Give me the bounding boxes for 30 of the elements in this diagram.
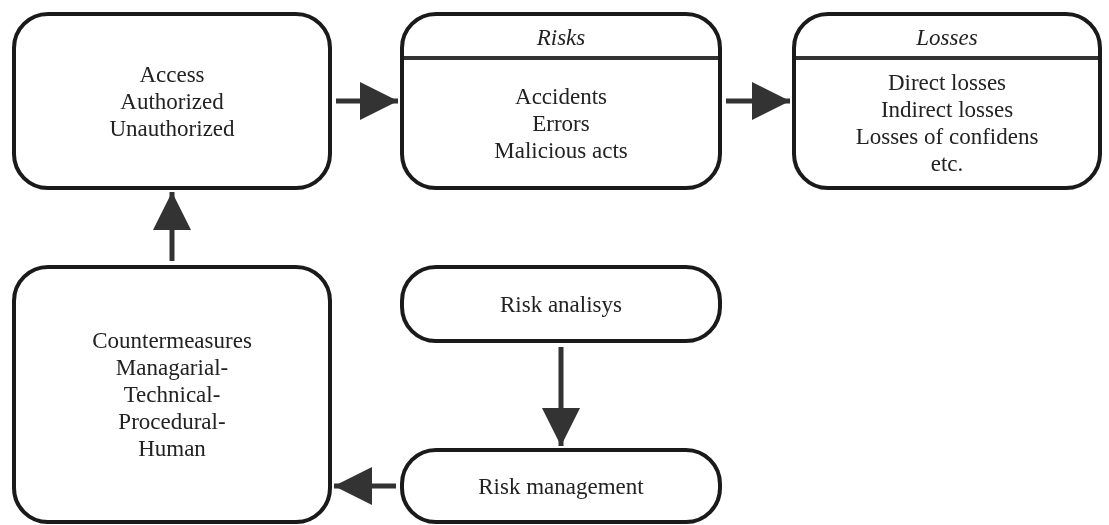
box-text: Human: [138, 435, 206, 462]
box-text: Countermeasures: [92, 327, 252, 354]
box-text: Direct losses: [887, 69, 1007, 96]
box-text: Losses of confidens: [855, 123, 1039, 150]
box-text: etc.: [930, 150, 964, 177]
process-box: [12, 12, 332, 190]
box-text: Managarial-: [115, 354, 229, 381]
process-box: [400, 448, 722, 524]
process-box: [400, 265, 722, 343]
box-text: Risk analisys: [500, 290, 622, 318]
arrow: [726, 82, 790, 120]
box-heading: Risks: [404, 16, 718, 60]
box-text: Accidents: [515, 82, 607, 110]
box-text: Authorized: [120, 87, 224, 115]
box-heading: Losses: [796, 16, 1098, 60]
box-text: Procedural-: [118, 408, 226, 435]
header-box: [792, 12, 1102, 190]
box-text: Risk management: [478, 472, 644, 500]
arrow: [542, 347, 580, 446]
process-box: [12, 265, 332, 524]
arrow: [334, 467, 396, 505]
box-text: Access: [139, 60, 205, 88]
arrow: [153, 192, 191, 261]
arrow: [336, 82, 398, 120]
box-text: Unauthorized: [109, 114, 235, 142]
header-box: [400, 12, 722, 190]
box-text: Errors: [532, 109, 590, 137]
box-text: Technical-: [123, 381, 221, 408]
box-text: Malicious acts: [494, 136, 628, 164]
box-text: Indirect losses: [880, 96, 1014, 123]
